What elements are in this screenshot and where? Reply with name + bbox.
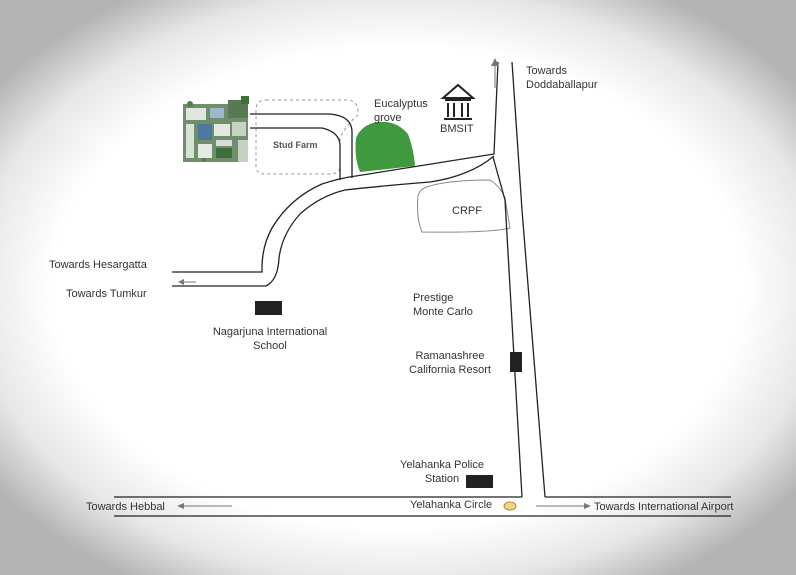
arrow-tumkur: [178, 279, 196, 285]
north-road-inner-edge: [492, 156, 523, 498]
stud-farm-road-south: [250, 127, 341, 180]
label-towards-airport: Towards International Airport: [594, 501, 734, 513]
ramanashree-line2: California Resort: [409, 364, 491, 376]
main-road-west-edge: [172, 61, 499, 273]
police-marker: [466, 475, 493, 488]
nagarjuna-line1: Nagarjuna International: [212, 326, 328, 338]
label-crpf: CRPF: [452, 205, 482, 217]
arrow-hebbal: [177, 503, 232, 509]
eucalyptus-grove: [355, 121, 415, 172]
label-stud-farm: Stud Farm: [273, 140, 318, 150]
prestige-line1: Prestige: [413, 292, 454, 304]
label-towards-hebbal: Towards Hebbal: [86, 501, 165, 513]
prestige-line2: Monte Carlo: [413, 306, 473, 318]
police-line1: Yelahanka Police: [400, 459, 484, 471]
main-road-segment: [172, 155, 495, 287]
nagarjuna-line2: School: [253, 340, 287, 352]
stud-farm-road-north: [250, 113, 353, 178]
label-ramanashree-resort: Ramanashree California Resort: [400, 349, 500, 377]
ramanashree-marker: [510, 352, 522, 372]
label-towards-tumkur: Towards Tumkur: [66, 288, 147, 300]
label-towards-hesargatta: Towards Hesargatta: [49, 259, 147, 271]
site-plan-icon: [183, 96, 249, 162]
label-prestige-monte-carlo: Prestige Monte Carlo: [413, 291, 473, 319]
label-yelahanka-circle: Yelahanka Circle: [410, 499, 493, 511]
arrow-airport: [536, 503, 591, 509]
temple-icon: [440, 83, 476, 120]
roundabout-icon: [503, 501, 517, 511]
doddaballapur-line2: Doddaballapur: [526, 79, 598, 91]
stud-farm-boundary: [255, 99, 359, 175]
main-road-east-edge: [511, 61, 546, 498]
label-towards-doddaballapur: Towards Doddaballapur: [526, 64, 598, 92]
eucalyptus-line2: grove: [374, 112, 402, 124]
eucalyptus-line1: Eucalyptus: [374, 98, 428, 110]
crpf-boundary: [417, 179, 511, 233]
label-eucalyptus-grove: Eucalyptus grove: [374, 97, 428, 125]
police-line2: Station: [424, 473, 460, 485]
label-nagarjuna-school: Nagarjuna International School: [200, 325, 340, 353]
nagarjuna-marker: [255, 301, 282, 315]
label-bmsit: BMSIT: [440, 123, 474, 135]
arrow-doddaballapur: [491, 58, 499, 88]
doddaballapur-line1: Towards: [526, 65, 567, 77]
label-police-station: Yelahanka Police Station: [390, 458, 494, 486]
ramanashree-line1: Ramanashree: [415, 350, 485, 362]
